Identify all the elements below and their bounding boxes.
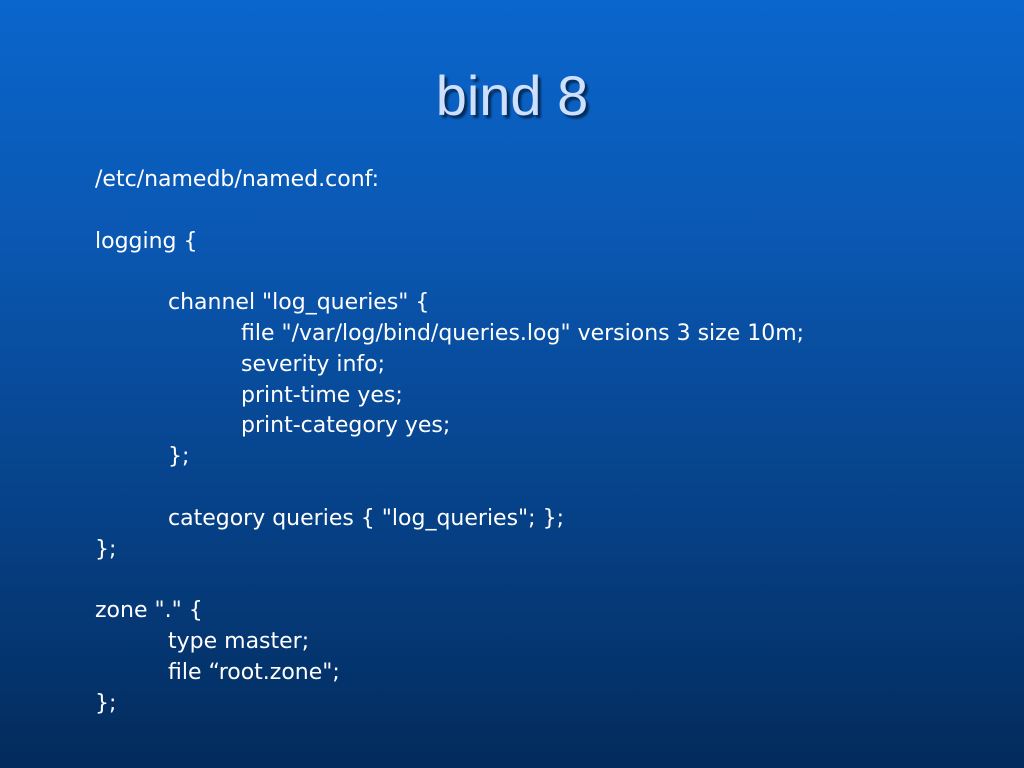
code-line: }; [95,690,117,716]
code-line: category queries { "log_queries"; }; [168,505,564,531]
code-line: print-time yes; [241,382,403,408]
code-line: severity info; [241,351,386,377]
slide-title: bind 8 [435,64,589,127]
code-line: }; [95,536,117,562]
code-line: type master; [168,628,310,654]
blank-line [95,473,995,504]
code-line: }; [168,444,190,470]
code-line: logging { [95,228,198,254]
code-line: file “root.zone"; [168,659,340,685]
code-line: file "/var/log/bind/queries.log" version… [241,320,805,346]
blank-line [95,257,995,288]
code-line: /etc/namedb/named.conf: [95,167,380,192]
blank-line [95,196,995,227]
code-line: zone "." { [95,598,203,624]
code-listing: /etc/namedb/named.conf: logging { channe… [95,165,995,719]
code-line: print-category yes; [241,413,451,439]
code-line: channel "log_queries" { [168,290,430,316]
blank-line [95,565,995,596]
